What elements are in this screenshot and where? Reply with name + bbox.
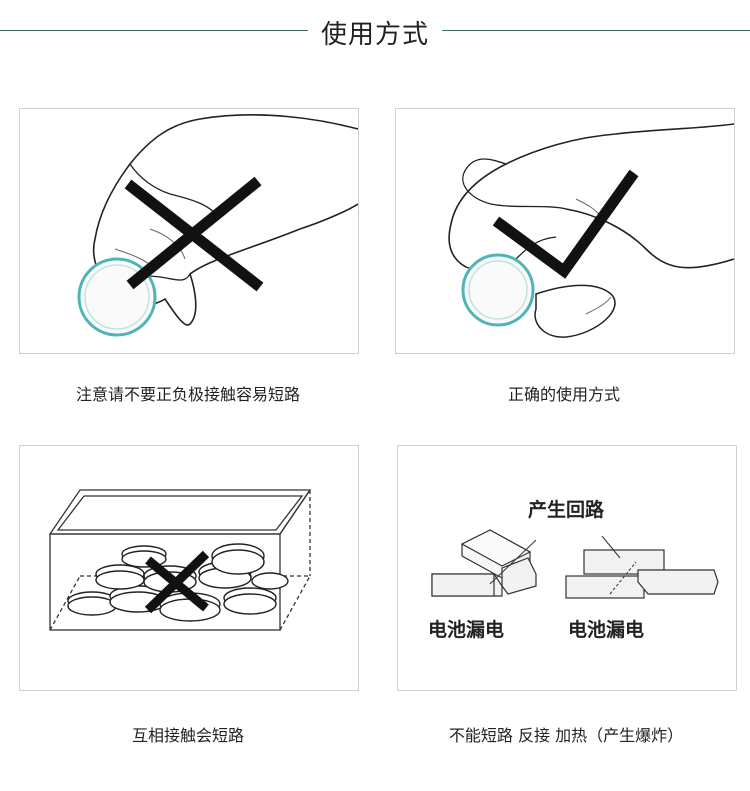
caption-correct-hold: 正确的使用方式 bbox=[507, 385, 620, 404]
label-loop: 产生回路 bbox=[528, 498, 605, 521]
coin-battery-icon bbox=[461, 253, 535, 327]
x-mark-icon bbox=[124, 176, 264, 292]
page-title: 使用方式 bbox=[320, 20, 429, 50]
caption-wrong-pinch: 注意请不要正负极接触容易短路 bbox=[75, 385, 300, 404]
header-line-right bbox=[442, 30, 750, 31]
label-leak-right: 电池漏电 bbox=[568, 618, 644, 641]
label-leak-left: 电池漏电 bbox=[428, 618, 504, 641]
hand-hold-illustration bbox=[448, 123, 734, 338]
header-line-left bbox=[0, 30, 308, 31]
panel-short-circuit: 产生回路 电池漏电 电池漏电 bbox=[397, 445, 737, 691]
battery-stack-left bbox=[431, 529, 537, 597]
hand-pinch-illustration bbox=[77, 114, 358, 337]
caption-loose-box: 互相接触会短路 bbox=[131, 726, 244, 745]
x-mark-icon bbox=[144, 550, 210, 614]
panel-wrong-pinch bbox=[19, 108, 359, 354]
box-of-batteries-illustration bbox=[48, 489, 312, 631]
panel-loose-box bbox=[19, 445, 359, 691]
battery-stack-illustration: 产生回路 电池漏电 电池漏电 bbox=[428, 498, 719, 641]
panel-correct-hold bbox=[395, 108, 735, 354]
check-mark-icon bbox=[492, 169, 639, 279]
battery-stack-right bbox=[565, 549, 719, 599]
caption-short-circuit: 不能短路 反接 加热（产生爆炸） bbox=[448, 726, 684, 745]
